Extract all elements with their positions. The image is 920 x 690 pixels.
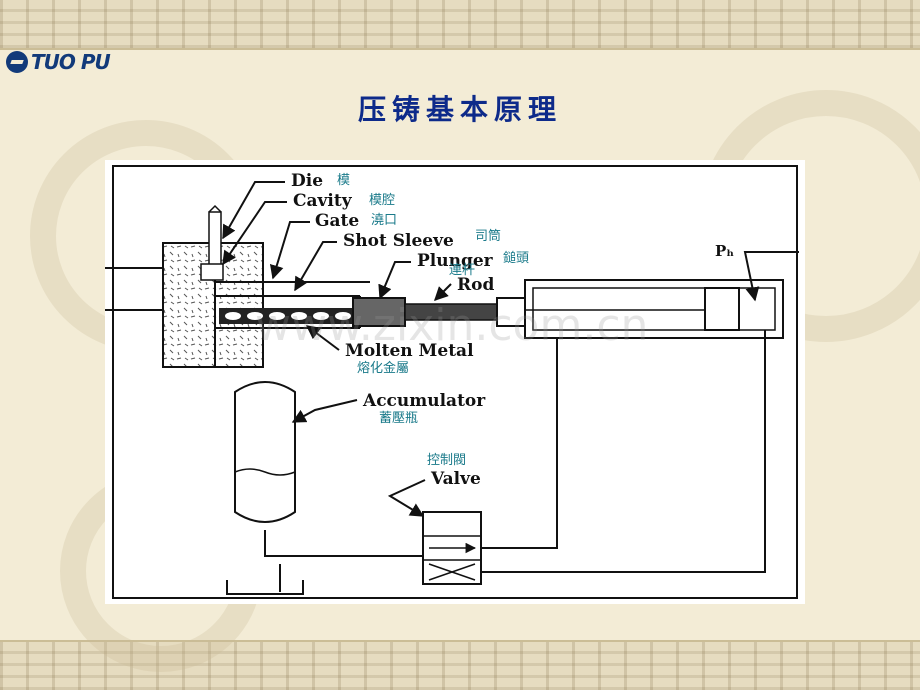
rod-coupling [496, 297, 526, 327]
label-molten-metal: Molten Metal [345, 341, 474, 361]
die-leader-arrow [222, 181, 285, 240]
label-valve: Valve [430, 469, 481, 489]
label-plunger-cn: 鎚頭 [503, 251, 529, 266]
diagram-frame [112, 165, 798, 599]
label-plunger: Plunger [417, 251, 494, 271]
label-valve-cn: 控制閥 [427, 453, 466, 468]
label-ph: Pₕ [715, 242, 734, 260]
label-accumulator: Accumulator [362, 391, 486, 411]
bottom-band-divider [0, 640, 920, 642]
molten-metal [219, 308, 359, 324]
plunger [352, 297, 406, 327]
accumulator-leader-arrow [291, 399, 358, 423]
label-rod-cn: 連杆 [449, 263, 475, 278]
top-ornament-band [0, 0, 920, 48]
cavity-leader-arrow [222, 201, 287, 266]
shot-sleeve [215, 281, 370, 329]
label-molten-metal-cn: 熔化金屬 [357, 360, 409, 376]
top-band-divider [0, 48, 920, 50]
rod [404, 303, 498, 321]
label-gate: Gate [315, 211, 359, 231]
label-rod: Rod [457, 275, 494, 295]
label-accumulator-cn: 蓄壓瓶 [379, 411, 418, 426]
label-cavity: Cavity [293, 191, 353, 211]
gate-leader-arrow [269, 221, 310, 280]
die-block [162, 204, 264, 368]
shot-sleeve-leader-arrow [294, 241, 337, 292]
label-gate-cn: 澆口 [371, 213, 397, 228]
tuopu-logo: TUO PU [6, 50, 111, 74]
label-die-cn: 模 [337, 173, 350, 188]
slide-title: 压铸基本原理 [357, 93, 562, 126]
logo-mark-icon [6, 51, 28, 73]
ph-leader-arrow [743, 251, 799, 302]
label-cavity-cn: 模腔 [369, 193, 395, 208]
hydraulic-cylinder [524, 279, 784, 339]
molten-metal-leader-arrow [305, 325, 340, 351]
rod-leader-arrow [434, 283, 452, 301]
plunger-leader-arrow [378, 261, 411, 300]
valve-leader-arrow [387, 479, 426, 517]
hydraulic-lines [226, 330, 766, 595]
die-casting-diagram: Die Cavity Gate Shot Sleeve Plunger Rod … [105, 160, 805, 604]
label-die: Die [291, 171, 323, 191]
label-shot-sleeve-cn: 司筒 [475, 228, 501, 244]
logo-text: TUO PU [31, 50, 111, 74]
label-shot-sleeve: Shot Sleeve [343, 231, 454, 251]
accumulator [234, 381, 296, 523]
control-valve [422, 511, 482, 585]
